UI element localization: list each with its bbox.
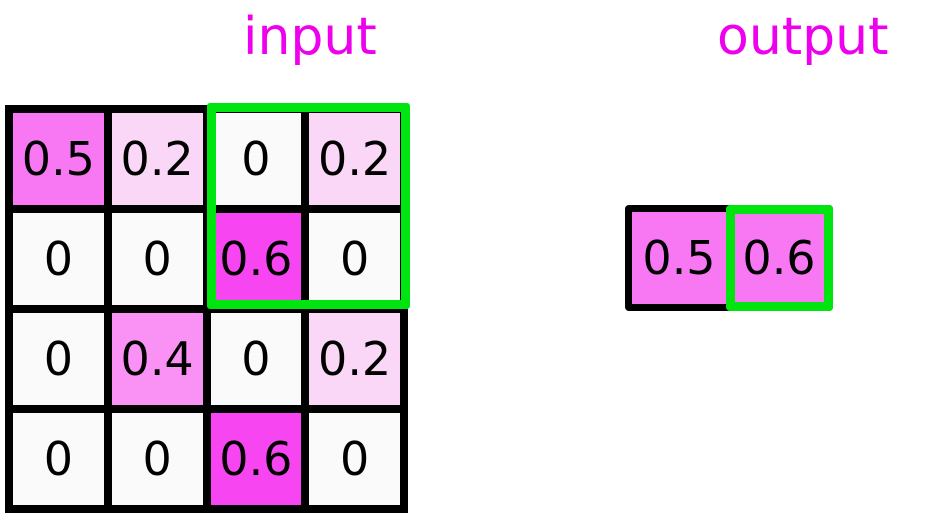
input-cell-2-2: 0 — [210, 313, 302, 405]
input-cell-2-1: 0.4 — [111, 313, 203, 405]
input-cell-0-2: 0 — [210, 113, 302, 205]
input-cell-value: 0 — [142, 232, 172, 286]
input-cell-value: 0 — [339, 432, 370, 486]
input-cell-3-0: 0 — [13, 413, 104, 505]
input-cell-value: 0.2 — [318, 332, 392, 386]
input-cell-0-0: 0.5 — [13, 113, 104, 205]
input-cell-3-3: 0 — [309, 413, 400, 505]
output-cell-value: 0.5 — [642, 231, 716, 285]
output-title: output — [717, 7, 889, 67]
input-cell-value: 0.5 — [21, 132, 95, 186]
input-cell-2-0: 0 — [13, 313, 104, 405]
input-cell-value: 0.4 — [120, 332, 194, 386]
input-cell-value: 0.2 — [120, 132, 194, 186]
input-cell-value: 0 — [43, 332, 74, 386]
input-cell-3-2: 0.6 — [210, 413, 302, 505]
input-cell-0-1: 0.2 — [111, 113, 203, 205]
input-cell-0-3: 0.2 — [309, 113, 400, 205]
output-cell-0-0: 0.5 — [632, 212, 726, 304]
input-cell-value: 0.6 — [219, 232, 293, 286]
input-cell-1-2: 0.6 — [210, 213, 302, 305]
output-matrix: 0.5 0.6 — [625, 205, 833, 311]
input-cell-value: 0 — [339, 232, 370, 286]
input-cell-value: 0 — [241, 132, 271, 186]
input-cell-value: 0 — [43, 432, 74, 486]
input-cell-2-3: 0.2 — [309, 313, 400, 405]
input-cell-value: 0 — [142, 432, 172, 486]
input-cell-value: 0.2 — [318, 132, 392, 186]
input-cell-1-3: 0 — [309, 213, 400, 305]
input-title: input — [243, 7, 377, 67]
input-cell-value: 0 — [43, 232, 74, 286]
input-cell-value: 0.6 — [219, 432, 293, 486]
input-cell-value: 0 — [241, 332, 271, 386]
output-cell-value: 0.6 — [742, 231, 816, 285]
input-cell-1-0: 0 — [13, 213, 104, 305]
input-cell-1-1: 0 — [111, 213, 203, 305]
input-cell-3-1: 0 — [111, 413, 203, 505]
output-cell-0-1: 0.6 — [732, 212, 826, 304]
input-matrix: 0.5 0.2 0 0.2 0 0 0.6 0 0 0.4 0 0.2 0 0 0.6 0 — [5, 105, 408, 513]
